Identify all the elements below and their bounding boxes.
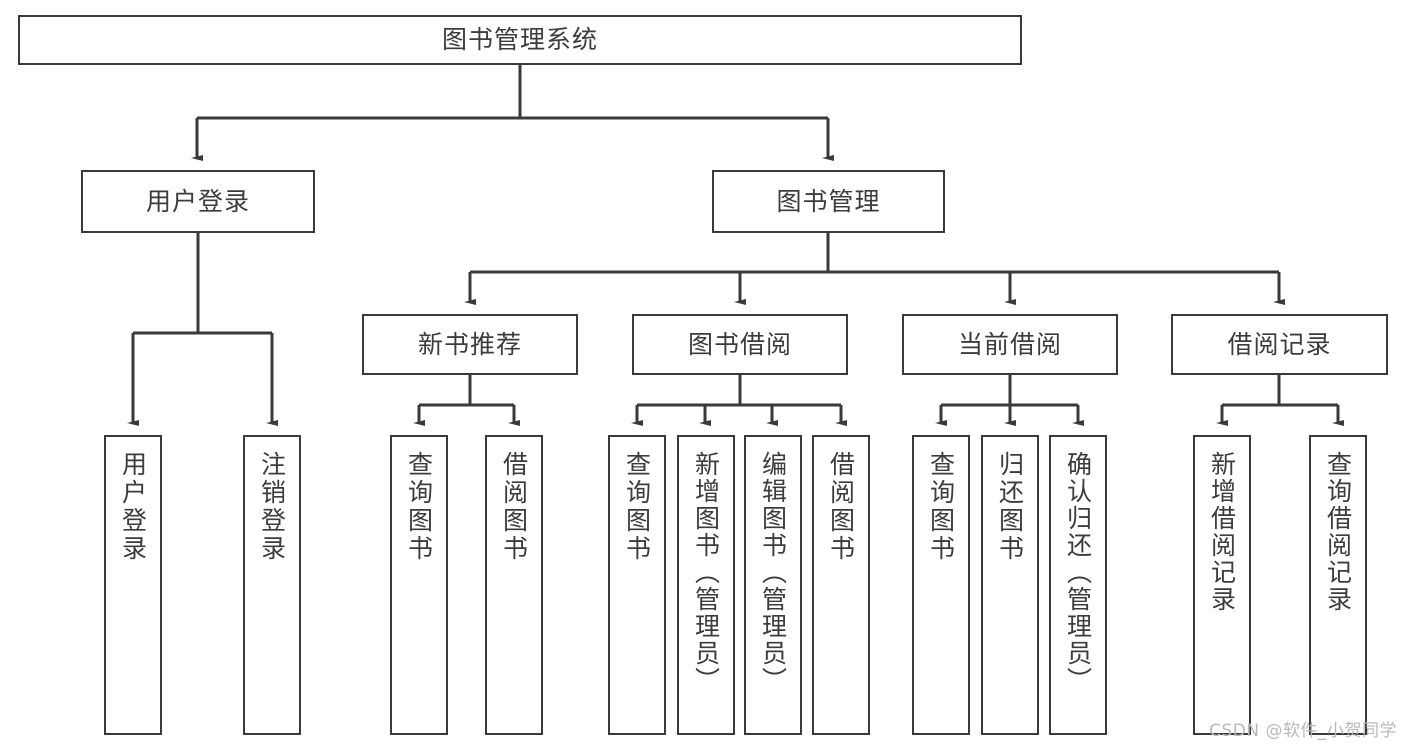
node-leaf-edit-book[interactable]: 编辑图书（管理员）	[744, 435, 802, 735]
node-leaf-borrow-book-1-label: 借阅图书	[499, 451, 529, 563]
node-leaf-query-book-2[interactable]: 查询图书	[608, 435, 666, 735]
node-book-manage-label: 图书管理	[776, 186, 881, 216]
node-leaf-query-record[interactable]: 查询借阅记录	[1309, 435, 1367, 735]
node-leaf-add-record[interactable]: 新增借阅记录	[1193, 435, 1251, 735]
node-leaf-add-book[interactable]: 新增图书（管理员）	[677, 435, 735, 735]
node-leaf-query-book-2-label: 查询图书	[622, 451, 652, 563]
node-book-borrow-label: 图书借阅	[687, 329, 792, 359]
node-leaf-query-book-1-label: 查询图书	[404, 451, 434, 563]
node-leaf-query-record-label: 查询借阅记录	[1323, 451, 1353, 613]
node-leaf-return-book[interactable]: 归还图书	[981, 435, 1039, 735]
node-leaf-confirm-return-label: 确认归还（管理员）	[1063, 451, 1093, 694]
node-leaf-query-book-3[interactable]: 查询图书	[912, 435, 970, 735]
node-new-book-recommend-label: 新书推荐	[417, 329, 522, 359]
node-borrow-record-label: 借阅记录	[1227, 329, 1332, 359]
node-root[interactable]: 图书管理系统	[18, 15, 1022, 65]
node-leaf-borrow-book-1[interactable]: 借阅图书	[485, 435, 543, 735]
node-root-label: 图书管理系统	[441, 25, 598, 55]
node-book-borrow[interactable]: 图书借阅	[632, 314, 848, 375]
node-leaf-return-book-label: 归还图书	[995, 451, 1025, 563]
node-current-borrow[interactable]: 当前借阅	[902, 314, 1118, 375]
node-leaf-edit-book-label: 编辑图书（管理员）	[758, 451, 788, 694]
node-leaf-confirm-return[interactable]: 确认归还（管理员）	[1049, 435, 1107, 735]
node-leaf-query-book-3-label: 查询图书	[926, 451, 956, 563]
node-leaf-borrow-book-2[interactable]: 借阅图书	[812, 435, 870, 735]
node-leaf-add-record-label: 新增借阅记录	[1207, 451, 1237, 613]
node-new-book-recommend[interactable]: 新书推荐	[362, 314, 578, 375]
node-leaf-logout-label: 注销登录	[257, 451, 287, 563]
node-leaf-user-login-label: 用户登录	[118, 451, 148, 563]
node-user-login-label: 用户登录	[145, 186, 250, 216]
node-leaf-borrow-book-2-label: 借阅图书	[826, 451, 856, 563]
node-leaf-logout[interactable]: 注销登录	[243, 435, 301, 735]
node-leaf-user-login[interactable]: 用户登录	[104, 435, 162, 735]
node-book-manage[interactable]: 图书管理	[712, 170, 945, 233]
node-borrow-record[interactable]: 借阅记录	[1171, 314, 1388, 375]
node-leaf-query-book-1[interactable]: 查询图书	[390, 435, 448, 735]
node-current-borrow-label: 当前借阅	[957, 329, 1062, 359]
node-leaf-add-book-label: 新增图书（管理员）	[691, 451, 721, 694]
node-user-login[interactable]: 用户登录	[81, 170, 315, 233]
